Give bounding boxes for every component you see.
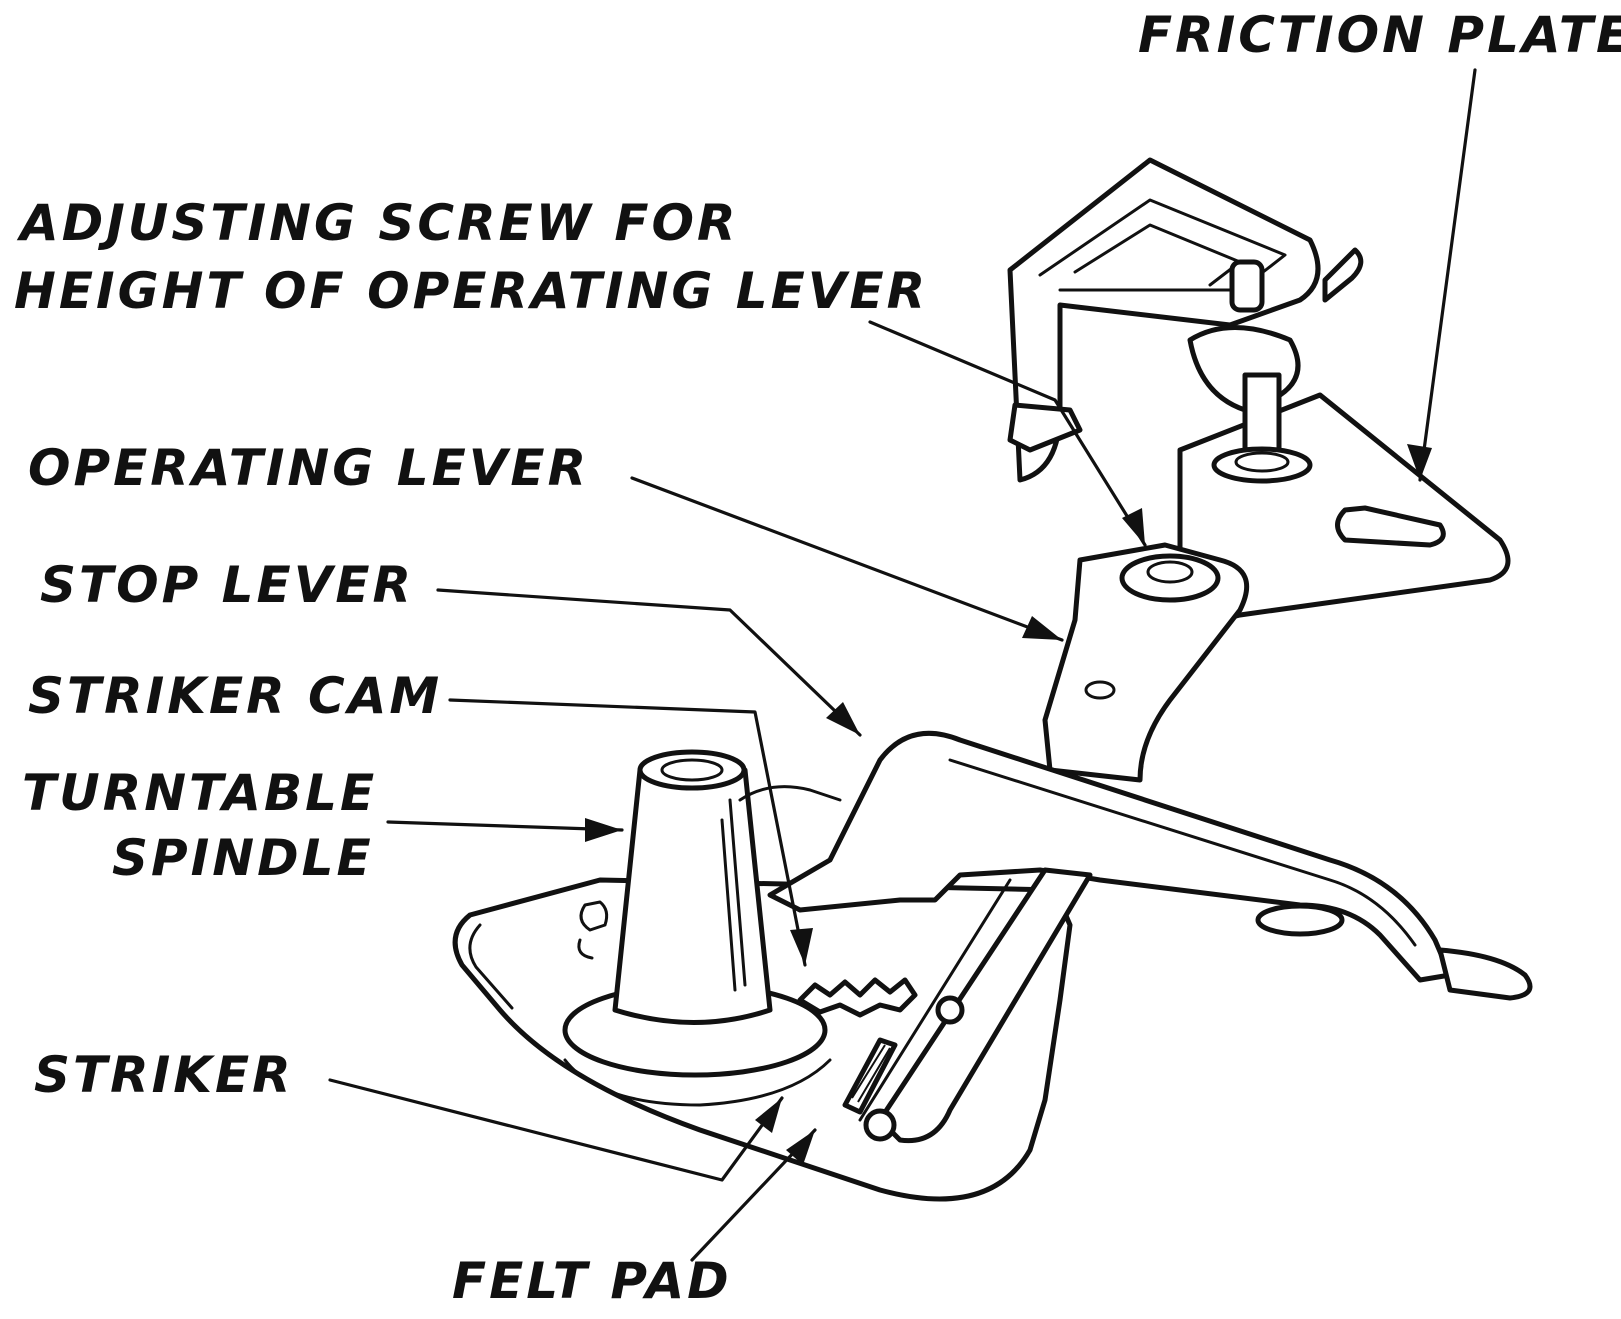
rail-part bbox=[858, 867, 1093, 1144]
arrowhead-operating-lever bbox=[1022, 616, 1062, 640]
leader-stop-lever bbox=[436, 588, 862, 737]
label-striker: STRIKER bbox=[34, 1046, 294, 1104]
label-adjusting-screw-line2: HEIGHT OF OPERATING LEVER bbox=[14, 262, 928, 320]
label-operating-lever: OPERATING LEVER bbox=[28, 439, 589, 497]
leader-lines bbox=[328, 68, 1477, 1262]
felt-pad-part bbox=[842, 1037, 898, 1115]
leader-striker-cam bbox=[448, 698, 807, 967]
bracket-part bbox=[1007, 157, 1364, 483]
arrowhead-friction-plate bbox=[1407, 444, 1432, 480]
label-turntable-line2: SPINDLE bbox=[112, 829, 374, 887]
label-turntable-line1: TURNTABLE bbox=[22, 764, 377, 822]
leader-operating-lever bbox=[630, 476, 1064, 642]
leader-turntable-spindle bbox=[386, 820, 624, 832]
lever-post bbox=[1211, 372, 1313, 484]
arrowhead-stop-lever bbox=[826, 702, 860, 735]
leader-friction-plate bbox=[1418, 68, 1477, 482]
arrowhead-striker bbox=[755, 1098, 782, 1133]
label-striker-cam: STRIKER CAM bbox=[28, 667, 442, 725]
arrowhead-turntable-spindle bbox=[585, 818, 622, 842]
stop-lever-part bbox=[767, 730, 1533, 1001]
turntable-spindle-part bbox=[562, 749, 832, 1107]
arrowhead-adjusting-screw bbox=[1122, 508, 1145, 545]
operating-lever-part bbox=[1042, 542, 1250, 783]
label-adjusting-screw-line1: ADJUSTING SCREW FOR bbox=[16, 194, 739, 252]
label-stop-lever: STOP LEVER bbox=[40, 556, 414, 614]
label-friction-plate: FRICTION PLATE bbox=[1138, 6, 1621, 64]
arrowhead-striker-cam bbox=[790, 928, 813, 965]
spindle-hardware bbox=[577, 900, 609, 960]
leader-adjusting-screw bbox=[868, 320, 1147, 547]
arrowhead-felt-pad bbox=[786, 1130, 815, 1165]
label-felt-pad: FELT PAD bbox=[452, 1252, 732, 1310]
striker-cam-part bbox=[738, 785, 918, 1018]
